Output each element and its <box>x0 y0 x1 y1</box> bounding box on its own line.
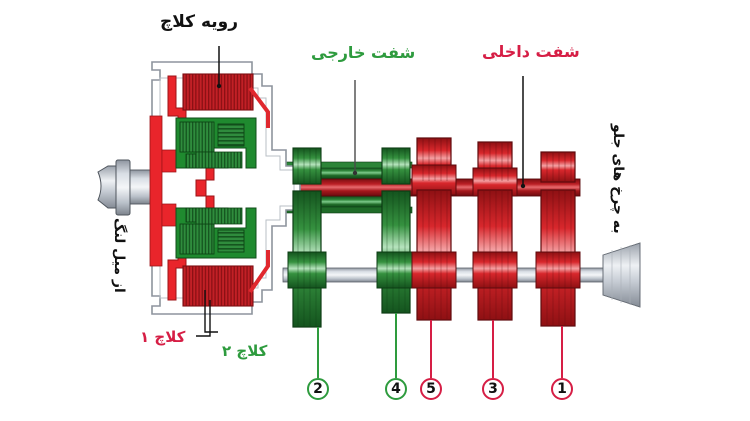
label-to-front-wheels: به چرخ های جلو <box>610 124 626 234</box>
leader-clutch-2 <box>204 290 218 333</box>
gear-callout-2[interactable]: 2 <box>307 378 329 400</box>
gear-callout-1[interactable]: 1 <box>551 378 573 400</box>
clutch-2-green <box>175 117 257 259</box>
label-inner-shaft: شفت داخلی <box>482 42 580 61</box>
gear-4-upper-green <box>381 147 411 185</box>
gear-5-upper-red <box>411 137 457 196</box>
gear-1-upper-red <box>540 151 576 183</box>
gear-3-upper-red <box>472 141 518 197</box>
leader-clutch-1 <box>196 300 211 337</box>
gear-callout-4[interactable]: 4 <box>385 378 407 400</box>
gear-1-lower-red <box>535 189 581 327</box>
gear-2-upper-green <box>292 147 322 185</box>
label-outer-shaft: شفت خارجی <box>311 43 416 62</box>
gear-5-lower-red <box>411 189 457 321</box>
gear-4-lower-green <box>376 190 416 314</box>
gear-2-lower-green <box>287 190 327 328</box>
gear-callout-3[interactable]: 3 <box>482 378 504 400</box>
label-clutch-2: کلاچ ۲ <box>222 342 268 360</box>
label-clutch-1: کلاچ ۱ <box>140 328 186 346</box>
label-clutch-face: رویه کلاچ <box>160 12 239 32</box>
leader-lines-clutch <box>196 290 218 337</box>
output-shaft <box>282 242 641 308</box>
label-from-crankshaft: از میل لنگ <box>111 218 127 293</box>
input-shaft-stub <box>97 159 153 216</box>
leader-lines-top <box>216 46 526 189</box>
callout-leaders <box>317 313 563 378</box>
gear-callout-5[interactable]: 5 <box>420 378 442 400</box>
gear-3-lower-red <box>472 189 518 321</box>
